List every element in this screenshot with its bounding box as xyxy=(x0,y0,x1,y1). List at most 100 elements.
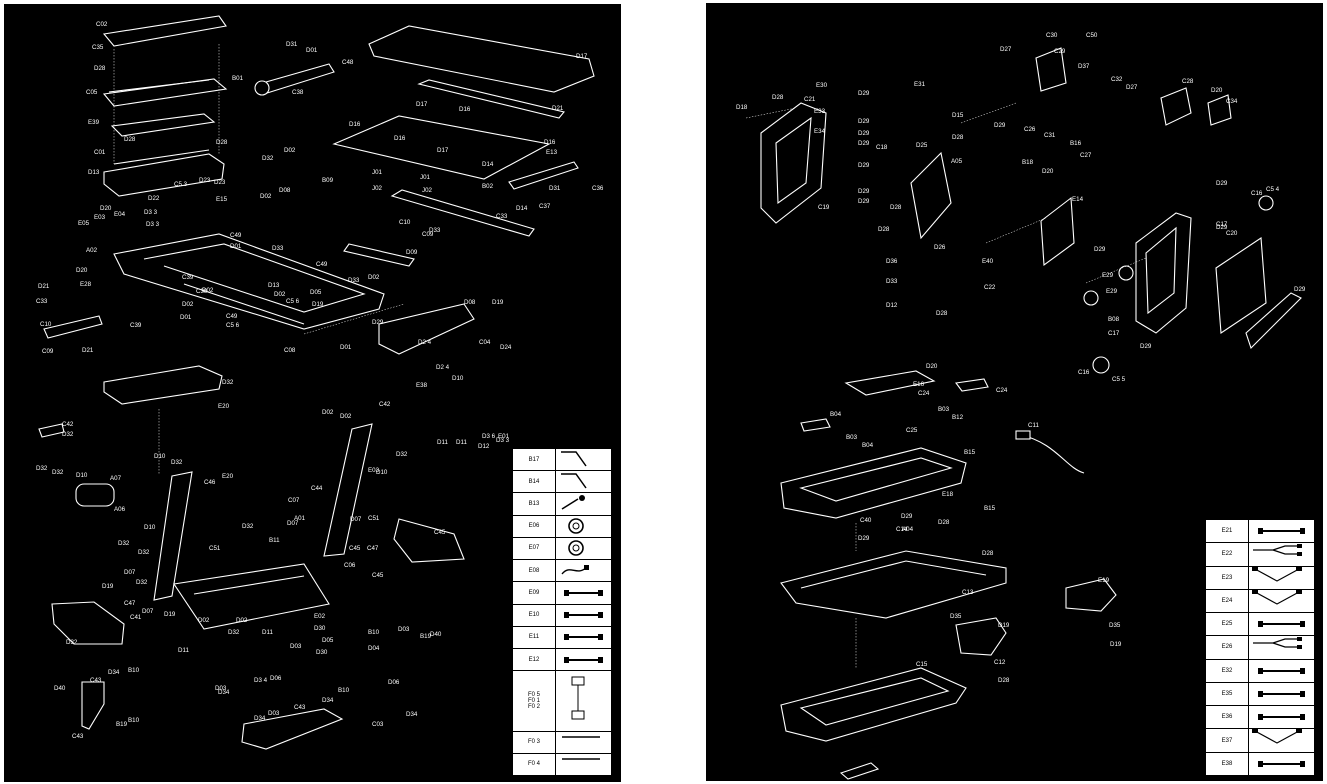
callout-label: D30 xyxy=(316,649,328,656)
callout-label: D03 xyxy=(268,710,280,717)
callout-label: D28 xyxy=(998,677,1010,684)
callout-label: D10 xyxy=(144,524,156,531)
callout-label: D03 xyxy=(398,626,410,633)
callout-label: B09 xyxy=(322,177,334,184)
callout-label: C10 xyxy=(399,219,411,226)
callout-label: D22 xyxy=(148,195,160,202)
callout-label: C09 xyxy=(42,348,54,355)
legend-row: F0 3 xyxy=(512,730,612,754)
callout-label: C45 xyxy=(372,572,384,579)
callout-label: D34 xyxy=(254,715,266,722)
callout-label: B10 xyxy=(338,687,350,694)
callout-label: B10 xyxy=(368,629,380,636)
callout-label: D31 xyxy=(286,41,298,48)
legend-code: E24 xyxy=(1205,588,1249,614)
part-c01-base xyxy=(103,149,225,197)
callout-label: C12 xyxy=(994,659,1006,666)
callout-label: D03 xyxy=(215,685,227,692)
cable-icon xyxy=(555,625,612,649)
callout-label: C47 xyxy=(367,545,379,552)
allen-key-icon xyxy=(555,470,612,494)
callout-label: C5 5 xyxy=(1112,376,1126,383)
callout-label: D17 xyxy=(576,53,588,60)
legend-code: E26 xyxy=(1205,635,1249,660)
callout-label: D28 xyxy=(982,550,994,557)
callout-label: D02 xyxy=(198,617,210,624)
callout-label: C41 xyxy=(130,614,142,621)
callout-label: A05 xyxy=(951,158,963,165)
callout-label: J01 xyxy=(372,169,383,176)
callout-label: A04 xyxy=(902,526,914,533)
legend-row: E36 xyxy=(1205,705,1315,730)
callout-label: D33 xyxy=(348,277,360,284)
callout-label: D20 xyxy=(926,363,938,370)
callout-label: C14 xyxy=(896,526,908,533)
callout-label: D32 xyxy=(222,379,234,386)
callout-label: C44 xyxy=(311,485,323,492)
callout-label: D14 xyxy=(482,161,494,168)
callout-label: C28 xyxy=(1182,78,1194,85)
callout-label: D05 xyxy=(310,289,322,296)
callout-label: D12 xyxy=(886,302,898,309)
callout-label: D08 xyxy=(464,299,476,306)
callout-label: C06 xyxy=(344,562,356,569)
callout-label: D32 xyxy=(242,523,254,530)
callout-label: D25 xyxy=(916,142,928,149)
fuse-icon xyxy=(555,730,612,754)
part-c05-frame xyxy=(102,78,228,107)
fuse-icon xyxy=(555,752,612,777)
wire-icon xyxy=(555,559,612,583)
callout-label: C30 xyxy=(1046,32,1058,39)
callout-label: D01 xyxy=(230,243,242,250)
callout-label: D12 xyxy=(478,443,490,450)
callout-label: B12 xyxy=(952,414,964,421)
callout-label: D29 xyxy=(858,198,870,205)
callout-label: D01 xyxy=(340,344,352,351)
callout-label: D29 xyxy=(858,188,870,195)
callout-label: D19 xyxy=(164,611,176,618)
callout-label: D06 xyxy=(388,679,400,686)
callout-label: D3 3 xyxy=(496,437,510,444)
part-b02-roller xyxy=(508,161,579,190)
callout-label: D16 xyxy=(544,139,556,146)
callout-label: E05 xyxy=(78,220,90,227)
callout-label: C47 xyxy=(124,600,136,607)
callout-label: D28 xyxy=(952,134,964,141)
callout-label: E04 xyxy=(114,211,126,218)
callout-label: C03 xyxy=(372,721,384,728)
callout-label: D19 xyxy=(1110,641,1122,648)
callout-label: D04 xyxy=(368,645,380,652)
legend-code: E23 xyxy=(1205,565,1249,590)
leader-lines xyxy=(745,102,1147,668)
callout-label: D06 xyxy=(270,675,282,682)
legend-code: E11 xyxy=(512,625,556,649)
callout-label: D34 xyxy=(108,669,120,676)
callout-label: C20 xyxy=(1226,230,1238,237)
callout-label: E13 xyxy=(546,149,558,156)
callout-label: C5 3 xyxy=(174,181,188,188)
callout-label: C01 xyxy=(94,149,106,156)
y-cable-icon xyxy=(1248,728,1315,753)
callout-label: D07 xyxy=(124,569,136,576)
part-e01-motor xyxy=(75,483,115,507)
callout-label: C05 xyxy=(86,89,98,96)
legend-row: B13 xyxy=(512,492,612,516)
part-c12-base xyxy=(780,667,967,742)
callout-label: D07 xyxy=(287,520,299,527)
callout-label: C39 xyxy=(196,288,208,295)
callout-label: D19 xyxy=(312,301,324,308)
callout-label: D10 xyxy=(376,469,388,476)
callout-label: C29 xyxy=(1054,48,1066,55)
callout-label: E40 xyxy=(982,258,994,265)
callout-label: C08 xyxy=(284,347,296,354)
part-c29-bracket xyxy=(1035,47,1067,92)
callout-label: E29 xyxy=(1102,272,1114,279)
legend-code: E06 xyxy=(512,514,556,538)
callout-label: E16 xyxy=(913,381,925,388)
callout-label: D3 3 xyxy=(144,209,158,216)
callout-label: D29 xyxy=(901,513,913,520)
part-c10-bar xyxy=(343,243,415,267)
legend-row: F0 4 xyxy=(512,752,612,777)
